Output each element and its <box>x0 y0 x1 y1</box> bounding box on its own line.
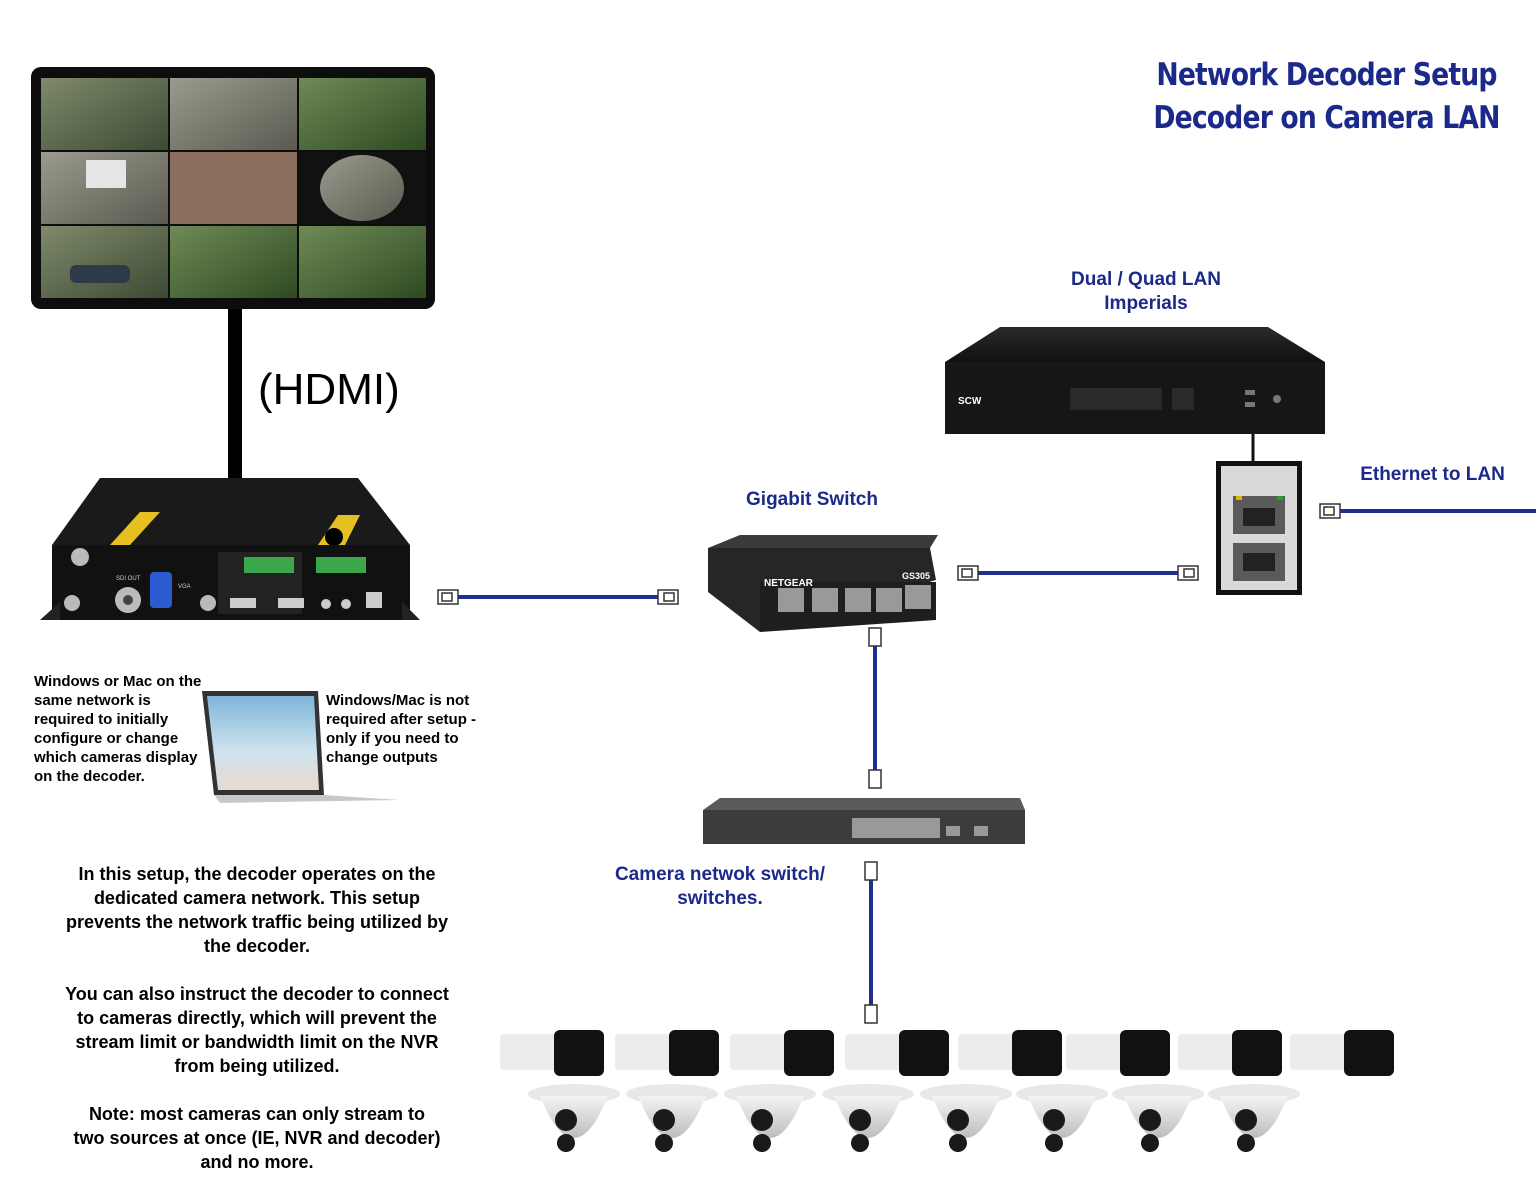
note-left-line: on the decoder. <box>34 768 145 785</box>
camera-switch-label: Camera netwok switch/ switches. <box>590 863 850 911</box>
paragraph-3: Note: most cameras can only stream to tw… <box>22 1102 492 1174</box>
nvr-recorder: SCW <box>945 327 1325 434</box>
paragraph-line: Note: most cameras can only stream to <box>88 1104 426 1124</box>
decoder-sdi-label: SDI OUT <box>116 576 141 582</box>
diagram-title: Network Decoder Setup Decoder on Camera … <box>1153 54 1501 140</box>
rj45-connector-7 <box>868 769 882 789</box>
dome-camera-1 <box>528 1084 620 1152</box>
cables <box>458 433 1536 1005</box>
nvr-brand: SCW <box>958 396 982 407</box>
paragraph-line: two sources at once (IE, NVR and decoder… <box>73 1128 441 1148</box>
nvr-label-line-2: Imperials <box>1104 293 1188 314</box>
note-left-line: Windows or Mac on the <box>34 673 202 690</box>
paragraph-2: You can also instruct the decoder to con… <box>22 982 492 1078</box>
paragraph-line: and no more. <box>200 1152 314 1172</box>
bullet-camera-3 <box>730 1030 834 1076</box>
netgear-brand: NETGEAR <box>764 578 814 589</box>
note-left-line: same network is <box>34 692 151 709</box>
note-left-line: required to initially <box>34 711 169 728</box>
dome-camera-3 <box>724 1084 816 1152</box>
bullet-camera-8 <box>1290 1030 1394 1076</box>
note-right: Windows/Mac is not required after setup … <box>326 691 506 767</box>
bullet-camera-4 <box>845 1030 949 1076</box>
note-left-line: which cameras display <box>34 749 198 766</box>
rj45-connector-5 <box>1319 503 1341 519</box>
camera-network-switch <box>703 798 1025 844</box>
paragraph-line: to cameras directly, which will prevent … <box>77 1008 437 1028</box>
ethernet-to-lan-label: Ethernet to LAN <box>1360 464 1505 485</box>
rj45-connector-8 <box>864 861 878 881</box>
rj45-connector-2 <box>657 589 679 605</box>
dome-camera-5 <box>920 1084 1012 1152</box>
nvr-label-line-1: Dual / Quad LAN <box>1071 269 1221 290</box>
rj45-connector-3 <box>957 565 979 581</box>
paragraph-line: dedicated camera network. This setup <box>93 888 421 908</box>
title-line-2: Decoder on Camera LAN <box>1153 100 1501 136</box>
note-right-line: Windows/Mac is not <box>326 692 470 709</box>
title-line-1: Network Decoder Setup <box>1156 57 1498 93</box>
monitor-stand <box>228 300 242 480</box>
dome-cameras <box>528 1084 1300 1152</box>
note-right-line: required after setup - <box>326 711 477 728</box>
bullet-cameras <box>500 1030 1394 1076</box>
description-paragraphs: In this setup, the decoder operates on t… <box>22 862 492 1174</box>
netgear-model: GS305 <box>902 571 930 581</box>
rj45-connector-6 <box>868 627 882 647</box>
note-left-line: configure or change <box>34 730 179 747</box>
laptop <box>202 691 400 803</box>
bullet-camera-1 <box>500 1030 604 1076</box>
paragraph-line: the decoder. <box>203 936 311 956</box>
paragraph-line: from being utilized. <box>174 1056 340 1076</box>
dome-camera-4 <box>822 1084 914 1152</box>
bullet-camera-7 <box>1178 1030 1282 1076</box>
rj45-connector-9 <box>864 1004 878 1024</box>
rj45-connector-4 <box>1177 565 1199 581</box>
camera-switch-label-line-2: switches. <box>677 888 763 909</box>
rj45-connector-1 <box>437 589 459 605</box>
monitor <box>31 67 435 480</box>
bullet-camera-5 <box>958 1030 1062 1076</box>
paragraph-1: In this setup, the decoder operates on t… <box>22 862 492 958</box>
dome-camera-2 <box>626 1084 718 1152</box>
note-left: Windows or Mac on the same network is re… <box>34 672 224 786</box>
gigabit-switch: NETGEAR GS305 <box>708 535 938 632</box>
gigabit-switch-label: Gigabit Switch <box>746 489 878 510</box>
decoder-device: SDI OUT VGA <box>40 478 420 620</box>
paragraph-line: You can also instruct the decoder to con… <box>65 984 449 1004</box>
monitor-camera-grid <box>41 78 426 298</box>
note-right-line: change outputs <box>326 749 438 766</box>
paragraph-line: In this setup, the decoder operates on t… <box>78 864 436 884</box>
paragraph-line: prevents the network traffic being utili… <box>65 912 449 932</box>
note-right-line: only if you need to <box>326 730 459 747</box>
hdmi-label: (HDMI) <box>258 365 400 414</box>
bullet-camera-2 <box>615 1030 719 1076</box>
paragraph-line: stream limit or bandwidth limit on the N… <box>75 1032 439 1052</box>
nvr-label: Dual / Quad LAN Imperials <box>1036 268 1256 316</box>
dome-camera-8 <box>1208 1084 1300 1152</box>
rj45-connectors <box>437 503 1341 1024</box>
nvr-lan-ports <box>1216 461 1302 595</box>
bullet-camera-6 <box>1066 1030 1170 1076</box>
decoder-vga-label: VGA <box>178 584 191 590</box>
camera-switch-label-line-1: Camera netwok switch/ <box>614 864 826 885</box>
dome-camera-7 <box>1112 1084 1204 1152</box>
dome-camera-6 <box>1016 1084 1108 1152</box>
